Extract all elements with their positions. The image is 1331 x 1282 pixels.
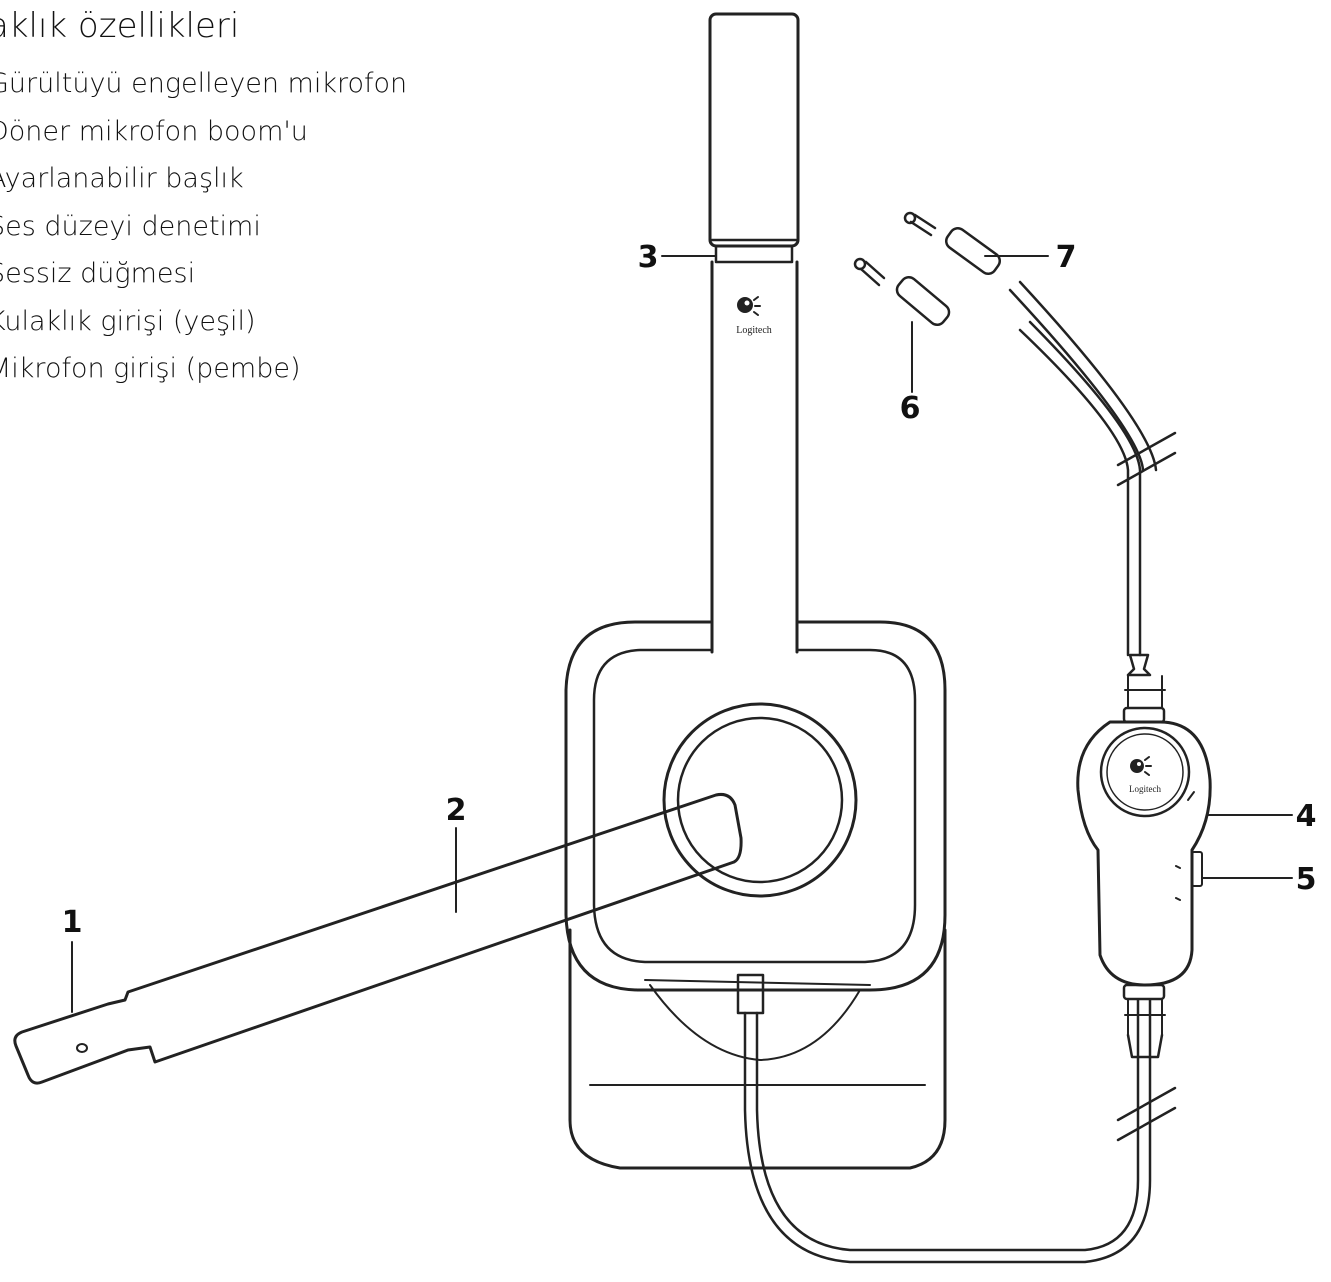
feature-item-2: Döner mikrofon boom'u [0, 115, 308, 147]
control-logo-icon [1130, 756, 1152, 776]
feature-title: aklık özellikleri [0, 6, 240, 46]
leader-lines [71, 255, 1293, 1013]
feature-item-4: Ses düzeyi denetimi [0, 210, 261, 242]
callout-1: 1 [62, 905, 83, 940]
callout-6: 6 [900, 391, 921, 426]
feature-item-5: Sessiz düğmesi [0, 258, 196, 289]
feature-item-6: Kulaklık girişi (yeşil) [0, 305, 256, 337]
headband-logo-icon [737, 296, 761, 316]
feature-item-3: Ayarlanabilir başlık [0, 163, 244, 194]
feature-item-7: Mikrofon girişi (pembe) [0, 353, 301, 384]
microphone-plug [853, 257, 951, 327]
callout-7: 7 [1056, 240, 1077, 275]
headphone-plug [903, 211, 1002, 276]
callout-4: 4 [1296, 799, 1317, 834]
callout-5: 5 [1296, 862, 1317, 897]
feature-list: aklık özellikleri Gürültüyü engelleyen m… [0, 6, 407, 393]
feature-item-1: Gürültüyü engelleyen mikrofon [0, 68, 408, 99]
headband [708, 12, 800, 654]
ear-cup [564, 620, 947, 992]
microphone-boom [13, 793, 743, 1085]
control-logo-text: Logitech [1129, 784, 1161, 794]
plug-cables [1008, 280, 1158, 657]
inline-control [1076, 653, 1212, 1059]
callout-2: 2 [446, 793, 467, 828]
headband-logo-text: Logitech [736, 325, 772, 336]
main-cable [736, 973, 1152, 1264]
callout-3: 3 [638, 240, 659, 275]
